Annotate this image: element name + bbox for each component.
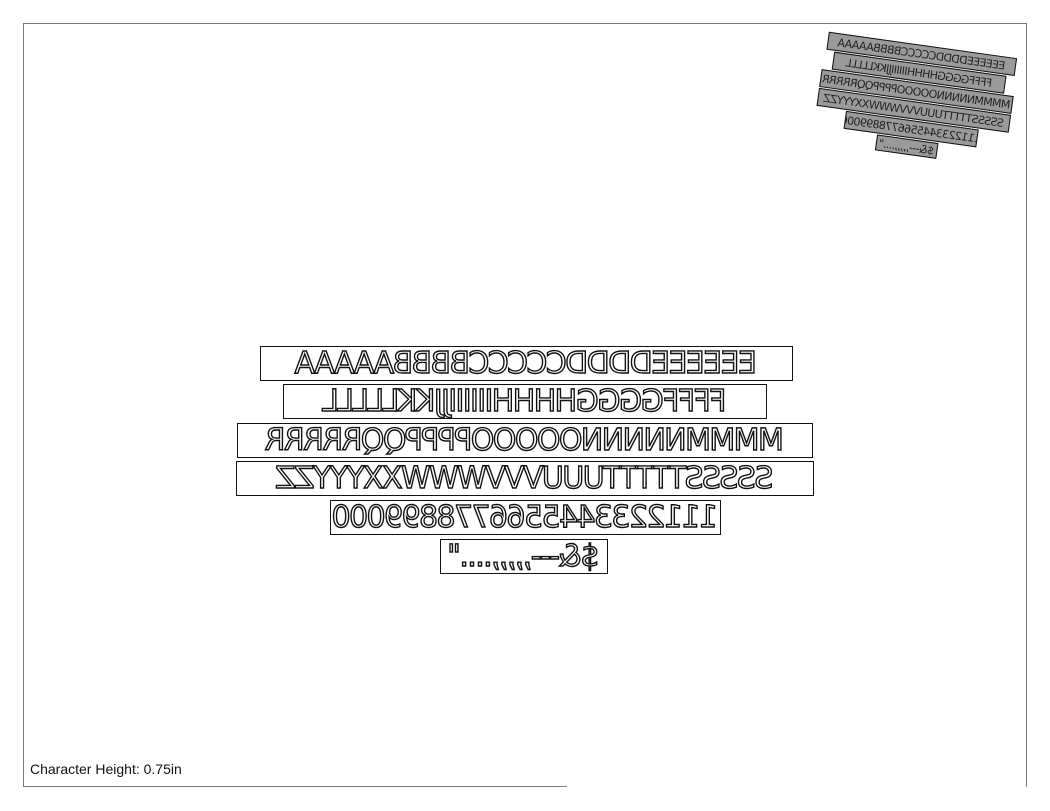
- letter-strip-text: FFFFGGGGHHHHIIIIIIJJKKLLLLL: [323, 384, 727, 419]
- letter-strip-text: SSSSSTTTTTUUUVVVWWWXXYYYZZ: [276, 461, 774, 496]
- letter-strip-row-1: EEEEEEDDDDCCCCCBBBBAAAAA: [260, 346, 793, 381]
- sheet-border-top: [23, 23, 1027, 24]
- letter-strip-text: $&---,,,,,....": [448, 539, 600, 574]
- letter-strip-text: 1112233445566778899000: [332, 500, 718, 535]
- thumbnail-rotated-group: EEEEEEDDDDCCCCCBBBBAAAAA FFFFGGGGHHHHIII…: [798, 22, 1024, 209]
- letter-strip-text: MMMMNNNNNOOOOOPPPPQQRRRRR: [265, 423, 784, 458]
- character-height-caption: Character Height: 0.75in: [30, 761, 182, 777]
- letter-strip-row-5: 1112233445566778899000: [330, 500, 721, 535]
- sheet-border-right: [1026, 23, 1027, 787]
- letter-strip-text: EEEEEEDDDDCCCCCBBBBAAAAA: [295, 346, 757, 381]
- letter-strip-row-3: MMMMNNNNNOOOOOPPPPQQRRRRR: [237, 423, 813, 458]
- letter-strip-row-6: $&---,,,,,....": [440, 539, 608, 574]
- thumbnail-preview: EEEEEEDDDDCCCCCBBBBAAAAA FFFFGGGGHHHHIII…: [808, 31, 1018, 196]
- sheet-border-bottom: [23, 786, 567, 787]
- letter-strip-row-4: SSSSSTTTTTUUUVVVWWWXXYYYZZ: [236, 461, 814, 496]
- letter-strip-row-2: FFFFGGGGHHHHIIIIIIJJKKLLLLL: [283, 384, 767, 419]
- sheet-border-left: [23, 23, 24, 787]
